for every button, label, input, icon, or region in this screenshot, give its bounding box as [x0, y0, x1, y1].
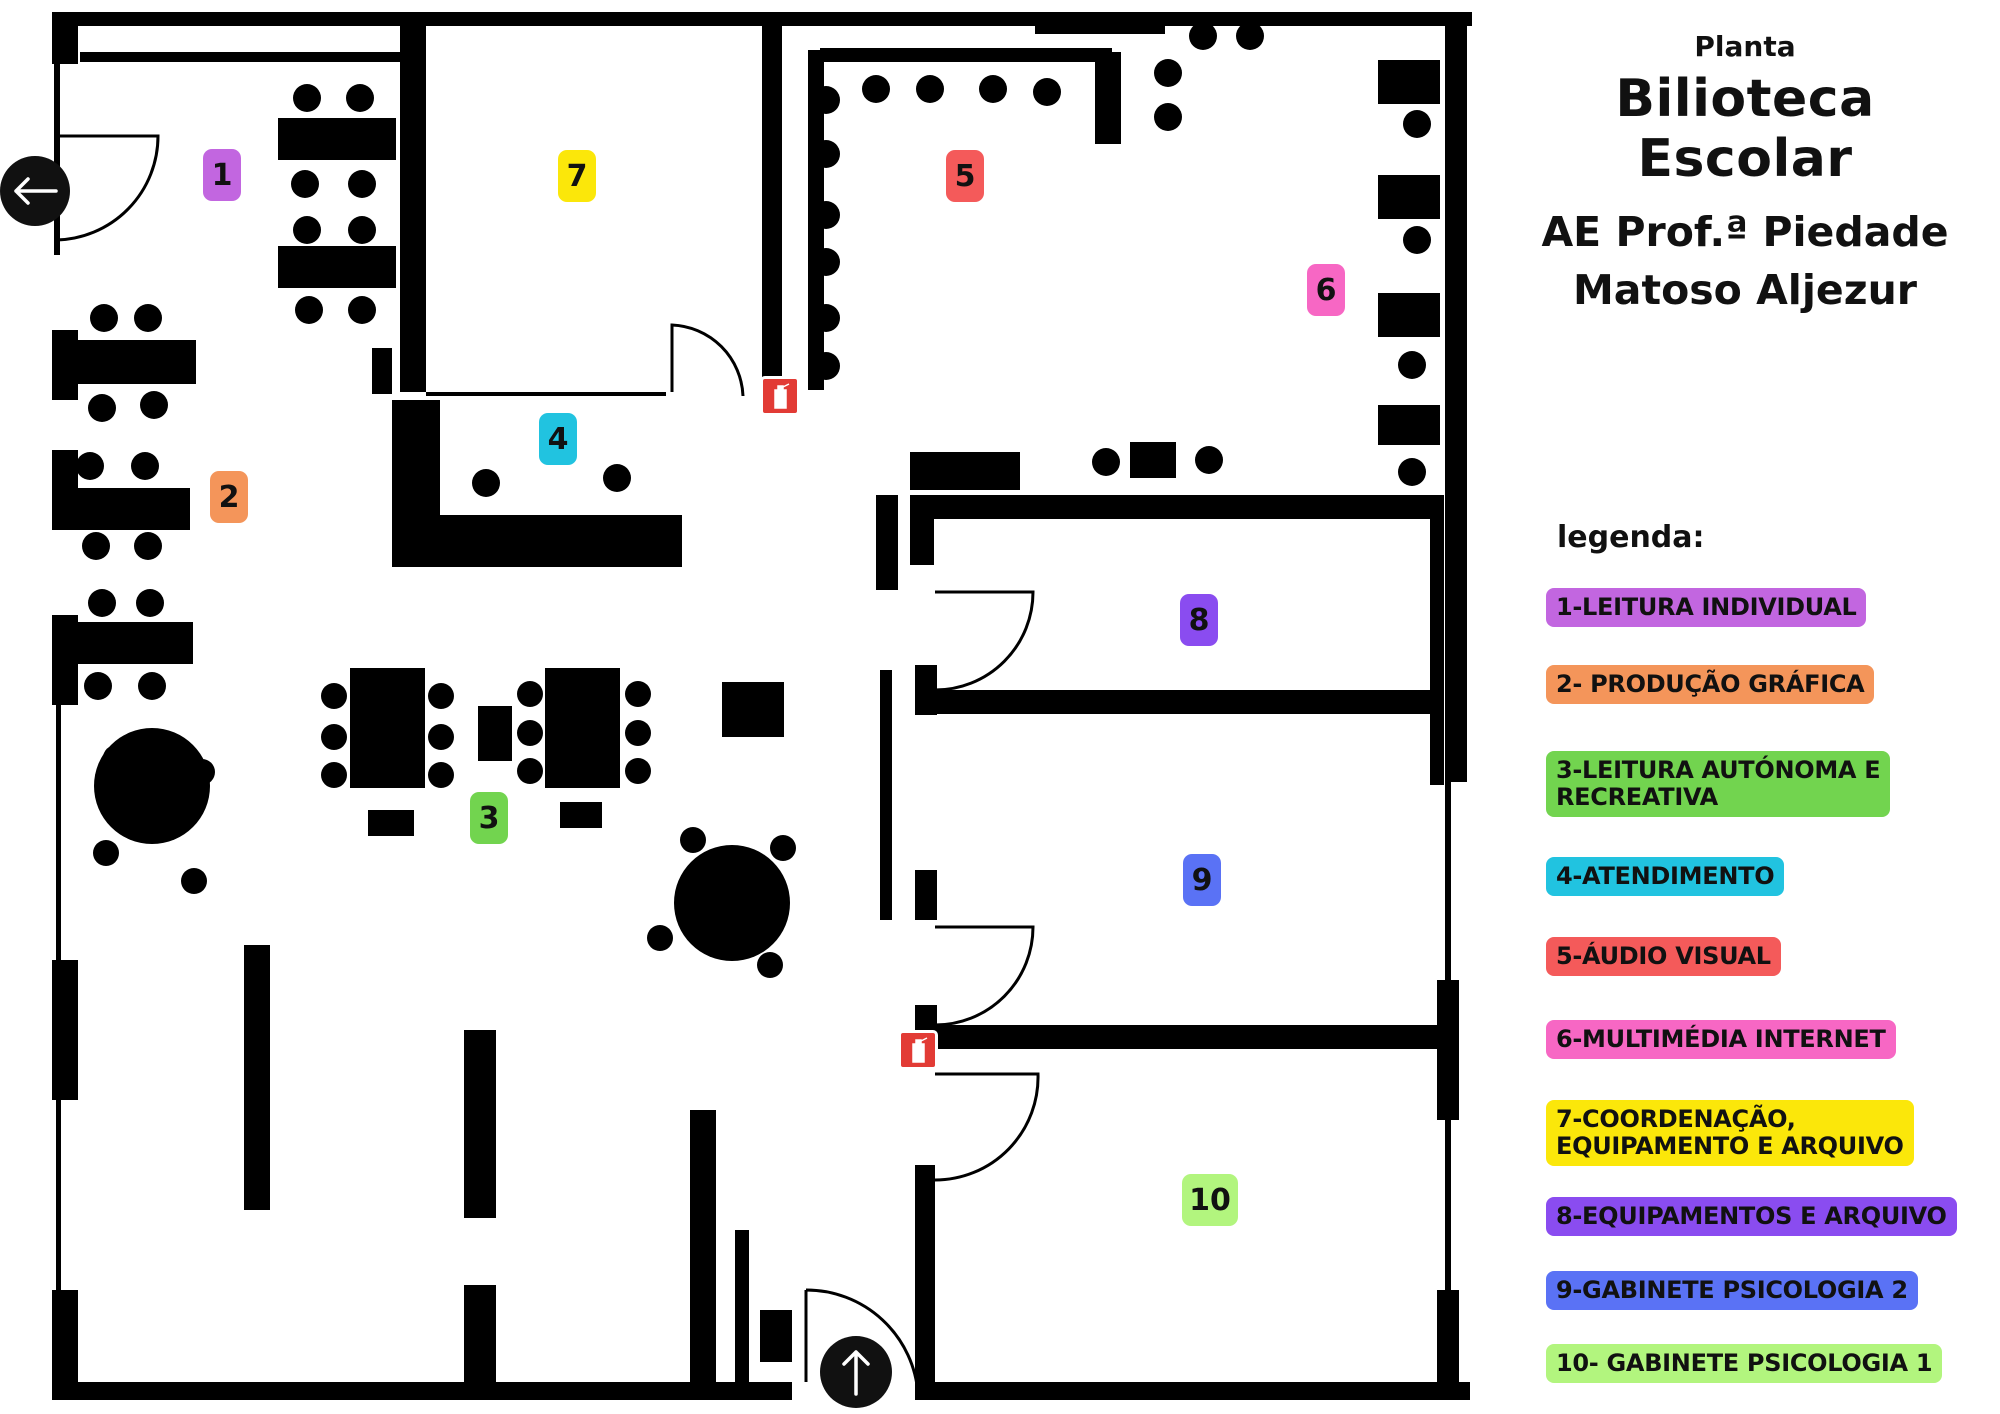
legend-item-3: 3-LEITURA AUTÓNOMA E RECREATIVA [1546, 751, 1891, 817]
room-badge-4: 4 [539, 413, 577, 465]
room-badge-8: 8 [1180, 594, 1218, 646]
legend-item-6: 6-MULTIMÉDIA INTERNET [1546, 1020, 1896, 1059]
plan-title: Bilioteca Escolar [1615, 69, 1875, 189]
room-badge-9: 9 [1183, 854, 1221, 906]
title-block: Planta Bilioteca Escolar AE Prof.ª Pieda… [1505, 26, 1985, 319]
legend-item-10: 10- GABINETE PSICOLOGIA 1 [1546, 1344, 1943, 1383]
school-name-line-1: AE Prof.ª Piedade [1541, 208, 1949, 256]
legend-item-2: 2- PRODUÇÃO GRÁFICA [1546, 665, 1875, 704]
room-badge-2: 2 [210, 471, 248, 523]
doors [55, 134, 1040, 1395]
legend-item-9: 9-GABINETE PSICOLOGIA 2 [1546, 1271, 1918, 1310]
room-badge-1: 1 [203, 149, 241, 201]
walls [52, 12, 1472, 1400]
fire-extinguisher-icon [760, 376, 800, 416]
school-name: AE Prof.ª Piedade Matoso Aljezur [1505, 203, 1985, 319]
room-badge-7: 7 [558, 150, 596, 202]
chairs-and-tables [76, 22, 1431, 978]
room-badge-5: 5 [946, 150, 984, 202]
fire-extinguisher-icon [898, 1030, 938, 1070]
arrow-up-icon [820, 1336, 892, 1408]
room-badge-6: 6 [1307, 264, 1345, 316]
legend-title: legenda: [1557, 520, 1705, 555]
legend-item-7: 7-COORDENAÇÃO, EQUIPAMENTO E ARQUIVO [1546, 1100, 1914, 1166]
legend-item-1: 1-LEITURA INDIVIDUAL [1546, 588, 1867, 627]
room-badge-10: 10 [1182, 1174, 1238, 1226]
arrow-left-icon [0, 156, 70, 226]
school-name-line-2: Matoso Aljezur [1573, 266, 1917, 314]
plan-subtitle: Planta [1694, 30, 1796, 63]
legend-item-8: 8-EQUIPAMENTOS E ARQUIVO [1546, 1197, 1957, 1236]
room-badge-3: 3 [470, 792, 508, 844]
legend-item-4: 4-ATENDIMENTO [1546, 857, 1785, 896]
legend-item-5: 5-ÁUDIO VISUAL [1546, 937, 1781, 976]
floor-plan-map [52, 12, 1472, 1400]
